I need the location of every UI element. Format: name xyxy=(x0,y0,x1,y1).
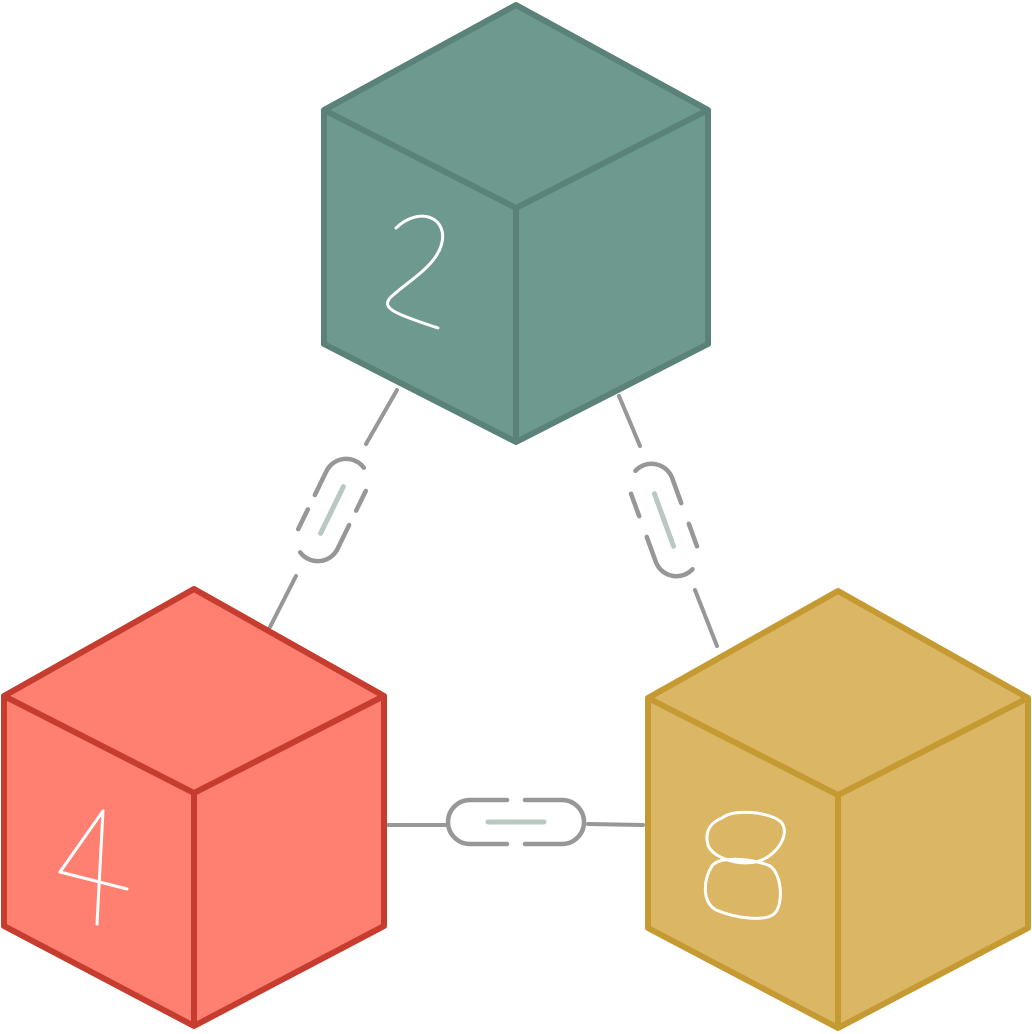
chain-link-4-8 xyxy=(386,797,645,847)
chain-link-2-8 xyxy=(617,394,719,648)
cube-8-digit xyxy=(703,810,786,920)
cube-2 xyxy=(321,2,711,445)
cube-4 xyxy=(1,586,387,1029)
chain-link-2-4 xyxy=(268,388,399,629)
cube-4-digit xyxy=(58,809,129,926)
cube-8 xyxy=(645,588,1031,1031)
cube-2-digit xyxy=(386,214,445,330)
